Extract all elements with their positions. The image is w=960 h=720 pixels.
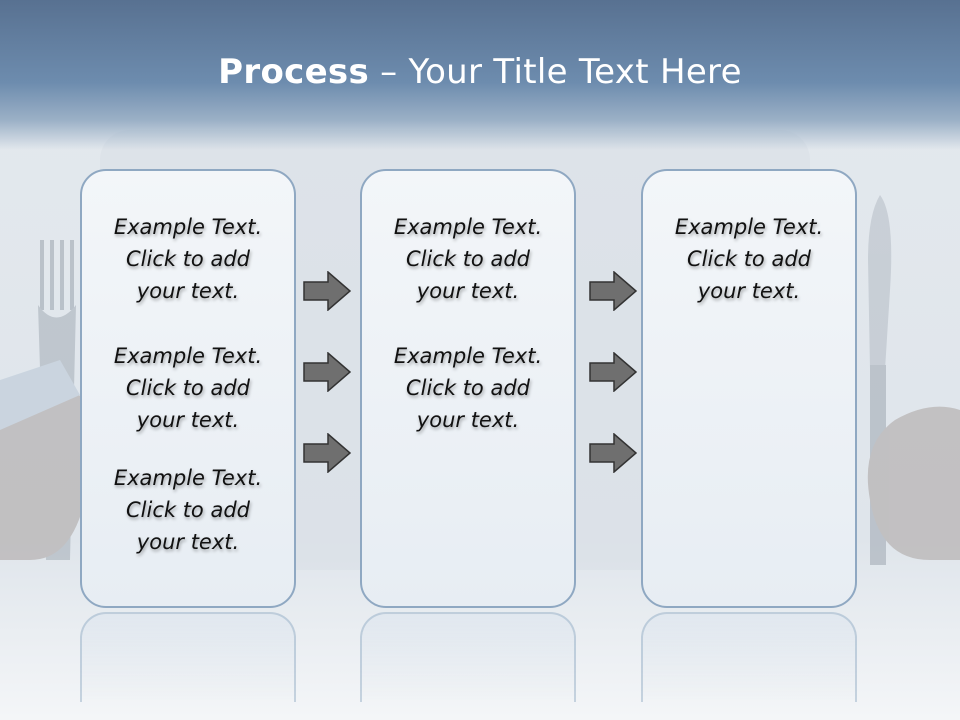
title-bold-text: Process (218, 52, 370, 92)
process-step-1-panel[interactable]: Example Text. Click to add your text. Ex… (80, 169, 296, 608)
title-rest-text: – Your Title Text Here (369, 52, 742, 92)
text-line: Example Text. (393, 344, 543, 368)
text-placeholder[interactable]: Example Text. Click to add your text. (82, 340, 294, 436)
text-line: Click to add (125, 247, 250, 271)
text-line: your text. (136, 408, 240, 432)
text-line: Example Text. (113, 344, 263, 368)
text-placeholder[interactable]: Example Text. Click to add your text. (82, 462, 294, 558)
text-placeholder[interactable]: Example Text. Click to add your text. (82, 211, 294, 307)
text-placeholder[interactable]: Example Text. Click to add your text. (362, 211, 574, 307)
text-line: your text. (697, 279, 801, 303)
text-line: Click to add (405, 376, 530, 400)
text-line: Example Text. (674, 215, 824, 239)
fork-hand-left (0, 240, 93, 560)
text-line: Click to add (125, 498, 250, 522)
slide-title[interactable]: Process – Your Title Text Here (0, 52, 960, 92)
right-arrow-icon[interactable] (303, 271, 351, 311)
text-line: your text. (416, 279, 520, 303)
knife-hand-right (867, 195, 960, 565)
text-line: Click to add (686, 247, 811, 271)
text-line: Click to add (125, 376, 250, 400)
panel-reflection (360, 612, 576, 702)
text-line: your text. (416, 408, 520, 432)
text-line: Example Text. (393, 215, 543, 239)
process-step-2-panel[interactable]: Example Text. Click to add your text. Ex… (360, 169, 576, 608)
right-arrow-icon[interactable] (303, 433, 351, 473)
panel-reflection (80, 612, 296, 702)
panel-reflection (641, 612, 857, 702)
text-line: Click to add (405, 247, 530, 271)
text-placeholder[interactable]: Example Text. Click to add your text. (643, 211, 855, 307)
text-line: Example Text. (113, 215, 263, 239)
process-step-3-panel[interactable]: Example Text. Click to add your text. (641, 169, 857, 608)
right-arrow-icon[interactable] (589, 271, 637, 311)
right-arrow-icon[interactable] (303, 352, 351, 392)
right-arrow-icon[interactable] (589, 433, 637, 473)
text-line: your text. (136, 279, 240, 303)
text-line: Example Text. (113, 466, 263, 490)
right-arrow-icon[interactable] (589, 352, 637, 392)
text-line: your text. (136, 530, 240, 554)
text-placeholder[interactable]: Example Text. Click to add your text. (362, 340, 574, 436)
title-band (0, 0, 960, 150)
